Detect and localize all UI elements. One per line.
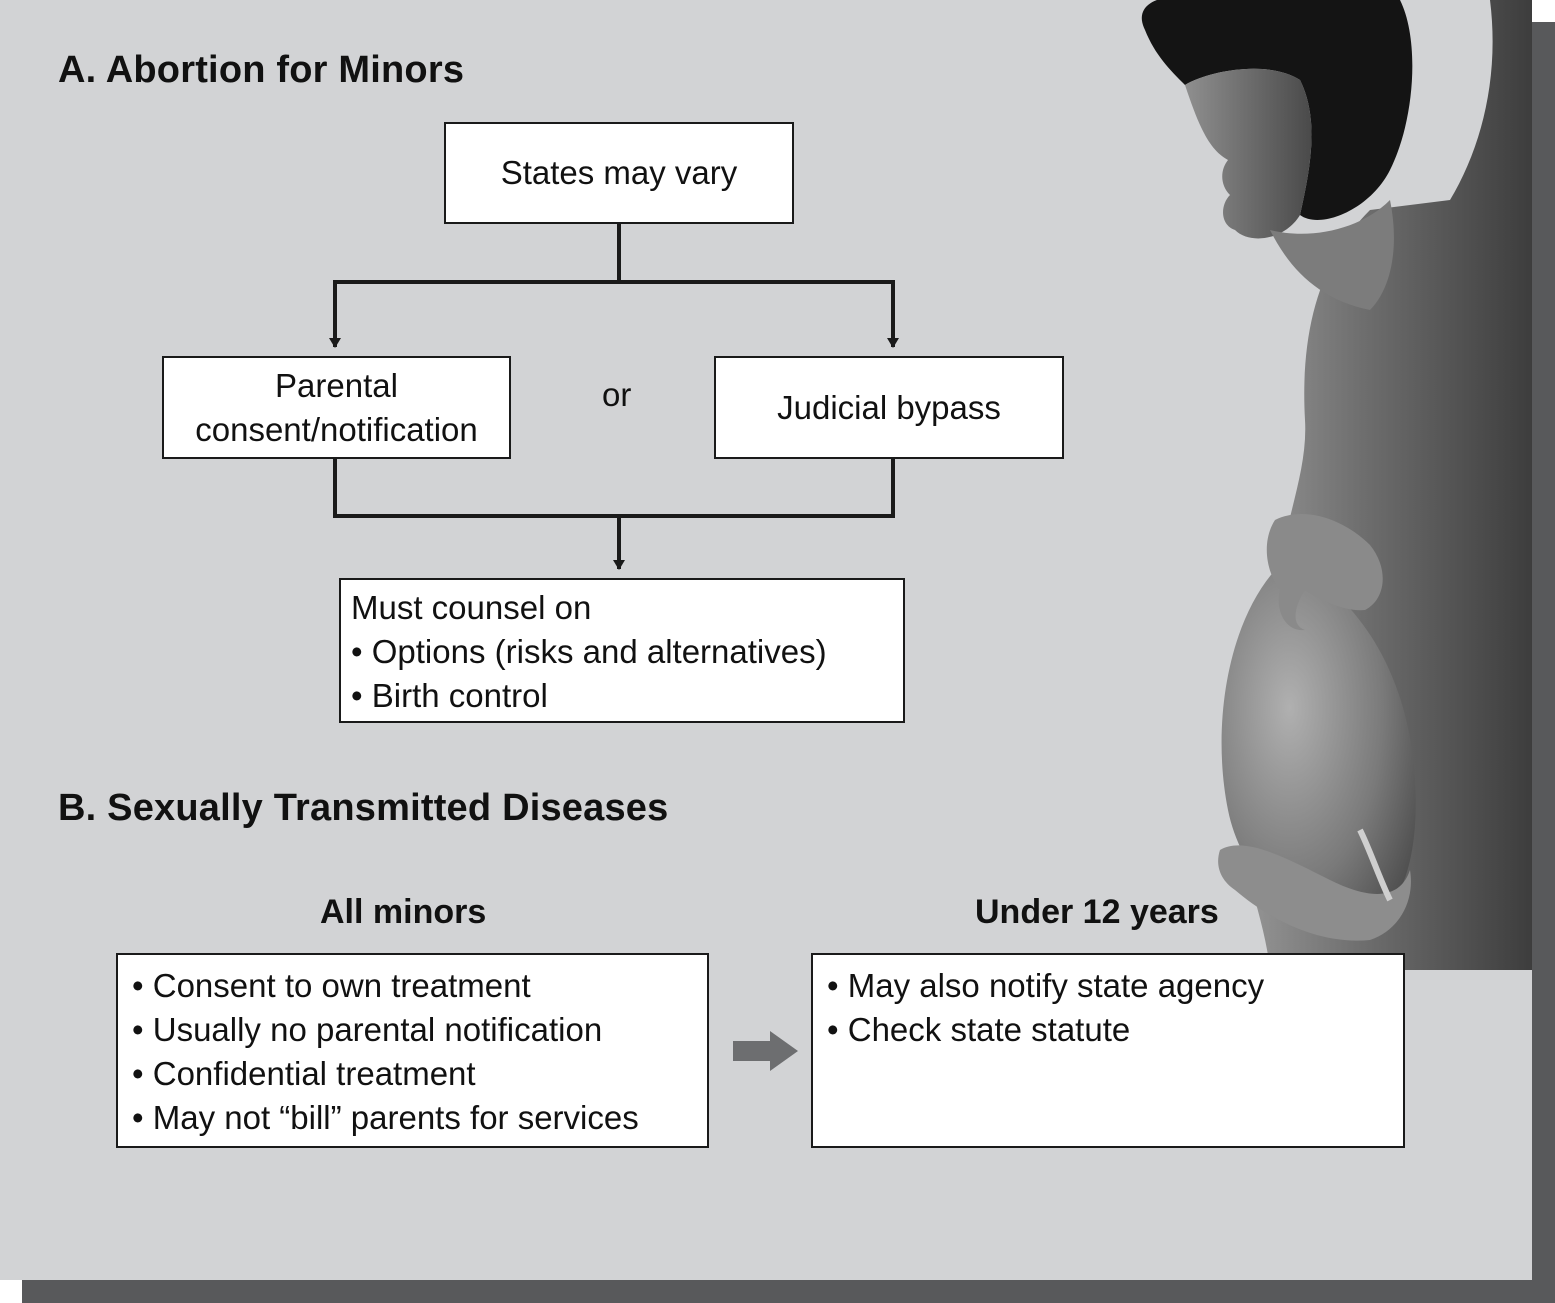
list-item: Birth control bbox=[351, 674, 903, 718]
or-label: or bbox=[602, 376, 632, 413]
all-minors-box: Consent to own treatment Usually no pare… bbox=[116, 953, 709, 1148]
section-a-heading: A. Abortion for Minors bbox=[58, 49, 465, 91]
list-item: Consent to own treatment bbox=[132, 964, 707, 1008]
states-may-vary-box: States may vary bbox=[444, 122, 794, 224]
figure-panel: A. Abortion for Minors States may vary P… bbox=[0, 0, 1532, 1280]
all-minors-heading: All minors bbox=[320, 893, 487, 931]
counsel-list: Options (risks and alternatives) Birth c… bbox=[351, 630, 903, 718]
list-item: Usually no parental notification bbox=[132, 1008, 707, 1052]
must-counsel-title: Must counsel on bbox=[351, 589, 592, 626]
under-12-box: May also notify state agency Check state… bbox=[811, 953, 1405, 1148]
judicial-bypass-box: Judicial bypass bbox=[714, 356, 1064, 459]
pregnant-woman-photo bbox=[1141, 0, 1532, 970]
gray-right-arrow bbox=[733, 1031, 798, 1071]
upper-hand-shape bbox=[1266, 514, 1383, 631]
must-counsel-box: Must counsel on Options (risks and alter… bbox=[339, 578, 905, 723]
face-shape bbox=[1185, 68, 1312, 239]
list-item: Check state statute bbox=[827, 1008, 1403, 1052]
hair-shape bbox=[1141, 0, 1413, 220]
list-item: Options (risks and alternatives) bbox=[351, 630, 903, 674]
list-item: May not “bill” parents for services bbox=[132, 1096, 707, 1140]
states-may-vary-label: States may vary bbox=[500, 154, 738, 191]
belly-shape bbox=[1221, 560, 1416, 930]
all-minors-list: Consent to own treatment Usually no pare… bbox=[132, 964, 707, 1140]
judicial-bypass-label: Judicial bypass bbox=[777, 388, 1001, 426]
list-item: Confidential treatment bbox=[132, 1052, 707, 1096]
lower-hand-shape bbox=[1218, 845, 1411, 941]
parental-consent-line-1: Parental bbox=[275, 366, 398, 404]
under-12-heading: Under 12 years bbox=[975, 893, 1219, 931]
under-12-list: May also notify state agency Check state… bbox=[827, 964, 1403, 1052]
bracelet-shape bbox=[1357, 828, 1393, 902]
section-b-heading: B. Sexually Transmitted Diseases bbox=[58, 787, 669, 829]
list-item: May also notify state agency bbox=[827, 964, 1403, 1008]
neck-shape bbox=[1270, 200, 1394, 310]
parental-consent-line-2: consent/notification bbox=[195, 410, 478, 448]
parental-consent-box: Parental consent/notification bbox=[162, 356, 511, 459]
